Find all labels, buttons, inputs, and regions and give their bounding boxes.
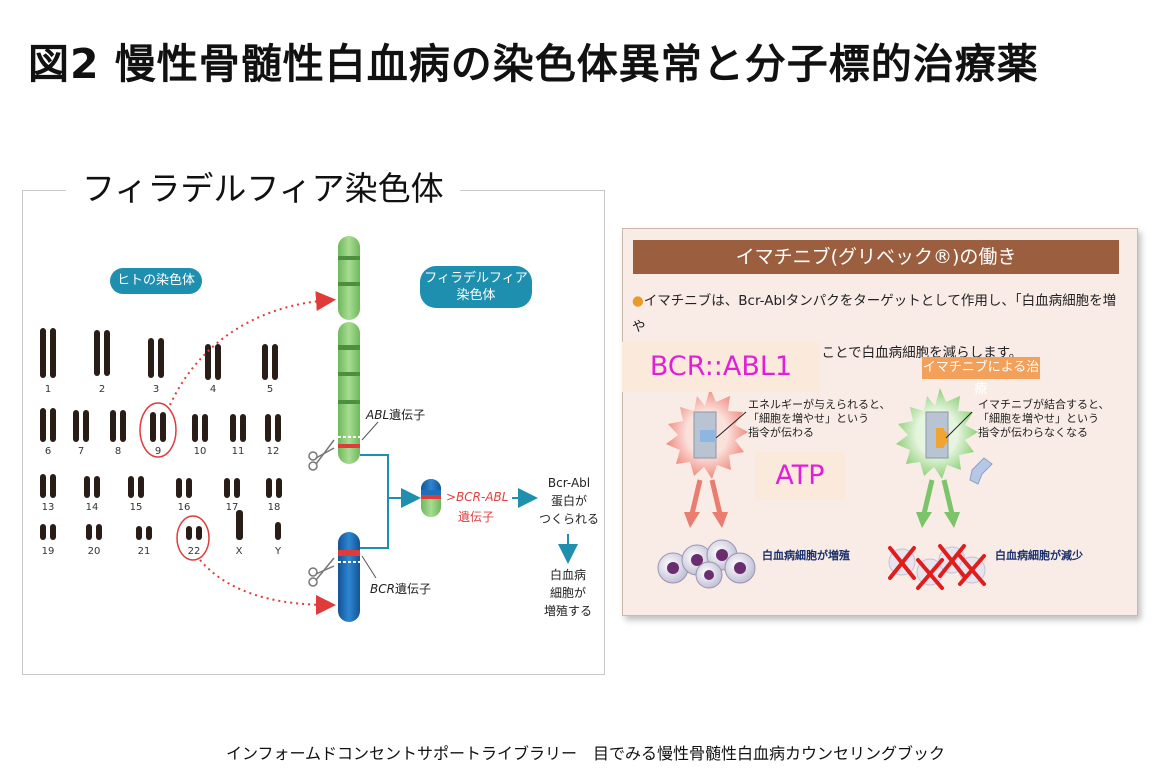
philadelphia-chromosome-badge: フィラデルフィア 染色体 [420,266,532,308]
fusion-gene-suffix: 遺伝子 [458,510,495,524]
chromosome-9-large [338,236,360,464]
page-title: 図2 慢性骨髄性白血病の染色体異常と分子標的治療薬 [28,40,1039,88]
leukemia-cells-increasing [657,539,756,589]
chromosome-pair-17 [224,478,240,498]
chromosome-pair-18 [266,478,282,498]
chromosome-number: 22 [187,546,201,557]
chromosome-pair-21 [136,526,152,540]
atp-label: ATP [755,452,845,500]
chromosome-number: Y [274,546,282,557]
cross-marks [888,544,986,590]
chromosome-number: 19 [41,546,55,557]
chromosome-pair-15 [128,476,144,498]
cells-increase-label: 白血病細胞が増殖 [762,549,850,562]
chromosome-pair-13 [40,474,56,498]
scissors-icon [308,557,335,587]
chromosome-pair-9 [150,412,166,442]
reduction-arrows [916,479,960,528]
bcr-abl1-label: BCR::ABL1 [622,342,820,392]
chromosome-number: 9 [154,446,162,457]
chromosome-22-highlight [176,515,210,561]
fusion-gene-label: >BCR-ABL [446,490,509,504]
chromosome-number: 7 [77,446,85,457]
karyotype [40,328,282,540]
chromosome-number: 14 [85,502,99,513]
chromosome-y [275,522,281,540]
bcr-pointer [361,555,377,579]
translocation-arrow-9 [169,291,336,406]
chromosome-number: X [235,546,243,557]
chromosome-number: 4 [209,384,217,395]
ph-badge-line2: 染色体 [456,288,496,303]
chromosome-pair-6 [40,408,56,442]
chromosome-pair-19 [40,524,56,540]
ph-badge-line1: フィラデルフィア [424,271,528,286]
imatinib-pointer [945,411,973,439]
chromosome-pair-4 [205,344,221,380]
chromosome-pair-2 [94,330,110,376]
chromosome-pair-12 [265,414,281,442]
chromosome-number: 8 [114,446,122,457]
chromosome-pair-3 [148,338,164,378]
chromosome-number: 5 [266,384,274,395]
chromosome-9-highlight [139,402,177,458]
chromosome-pair-7 [73,410,89,442]
chromosome-pair-5 [262,344,278,380]
cells-decrease-label: 白血病細胞が減少 [995,549,1083,562]
bullet-icon: ● [632,293,644,309]
chromosome-pair-8 [110,410,126,442]
chromosome-number: 10 [193,446,207,457]
abl-pointer [361,421,379,441]
chromosome-pair-10 [192,414,208,442]
chromosome-number: 2 [98,384,106,395]
atp-pointer [715,411,747,439]
bcr-abl-protein [693,411,717,459]
chromosome-number: 12 [266,446,280,457]
chromosome-22-large [338,532,360,622]
footer-source: インフォームドコンセントサポートライブラリー 目でみる慢性骨髄性白血病カウンセリ… [226,744,946,763]
proliferation-label: 白血病細胞が増殖する [543,568,592,618]
fusion-connector [360,454,389,549]
bcr-abl-protein-blocked [925,411,949,459]
chromosome-x [236,510,243,540]
chromosome-number: 3 [152,384,160,395]
bcr-gene-label: BCR遺伝子 [370,582,431,596]
chromosome-number: 6 [44,446,52,457]
chromosome-pair-16 [176,478,192,498]
chromosome-number: 13 [41,502,55,513]
proliferation-arrows [684,479,728,528]
chromosome-number: 17 [225,502,239,513]
chromosome-number: 21 [137,546,151,557]
scissors-icon [308,439,335,471]
chromosome-pair-14 [84,476,100,498]
fusion-chromosome [421,479,441,517]
energy-note: エネルギーが与えられると、「細胞を増やせ」という指令が伝わる [748,398,891,439]
human-chromosomes-badge: ヒトの染色体 [110,268,202,294]
chromosome-number: 15 [129,502,143,513]
atp-molecule-icon [969,457,993,485]
imatinib-treatment-badge: イマチニブによる治療 [922,357,1040,397]
chromosome-number: 11 [231,446,245,457]
philadelphia-heading: フィラデルフィア染色体 [66,162,460,210]
chromosome-pair-20 [86,524,102,540]
chromosome-number: 20 [87,546,101,557]
imatinib-header: イマチニブ(グリベック®)の働き [633,240,1119,274]
chromosome-number: 18 [267,502,281,513]
chromosome-number: 16 [177,502,191,513]
chromosome-pair-11 [230,414,246,442]
chromosome-number: 1 [44,384,52,395]
abl-gene-label: ABL遺伝子 [366,408,426,422]
chromosome-pair-22 [186,526,202,540]
chromosome-pair-1 [40,328,56,378]
binding-note: イマチニブが結合すると、「細胞を増やせ」という指令が伝わらなくなる [978,398,1110,439]
